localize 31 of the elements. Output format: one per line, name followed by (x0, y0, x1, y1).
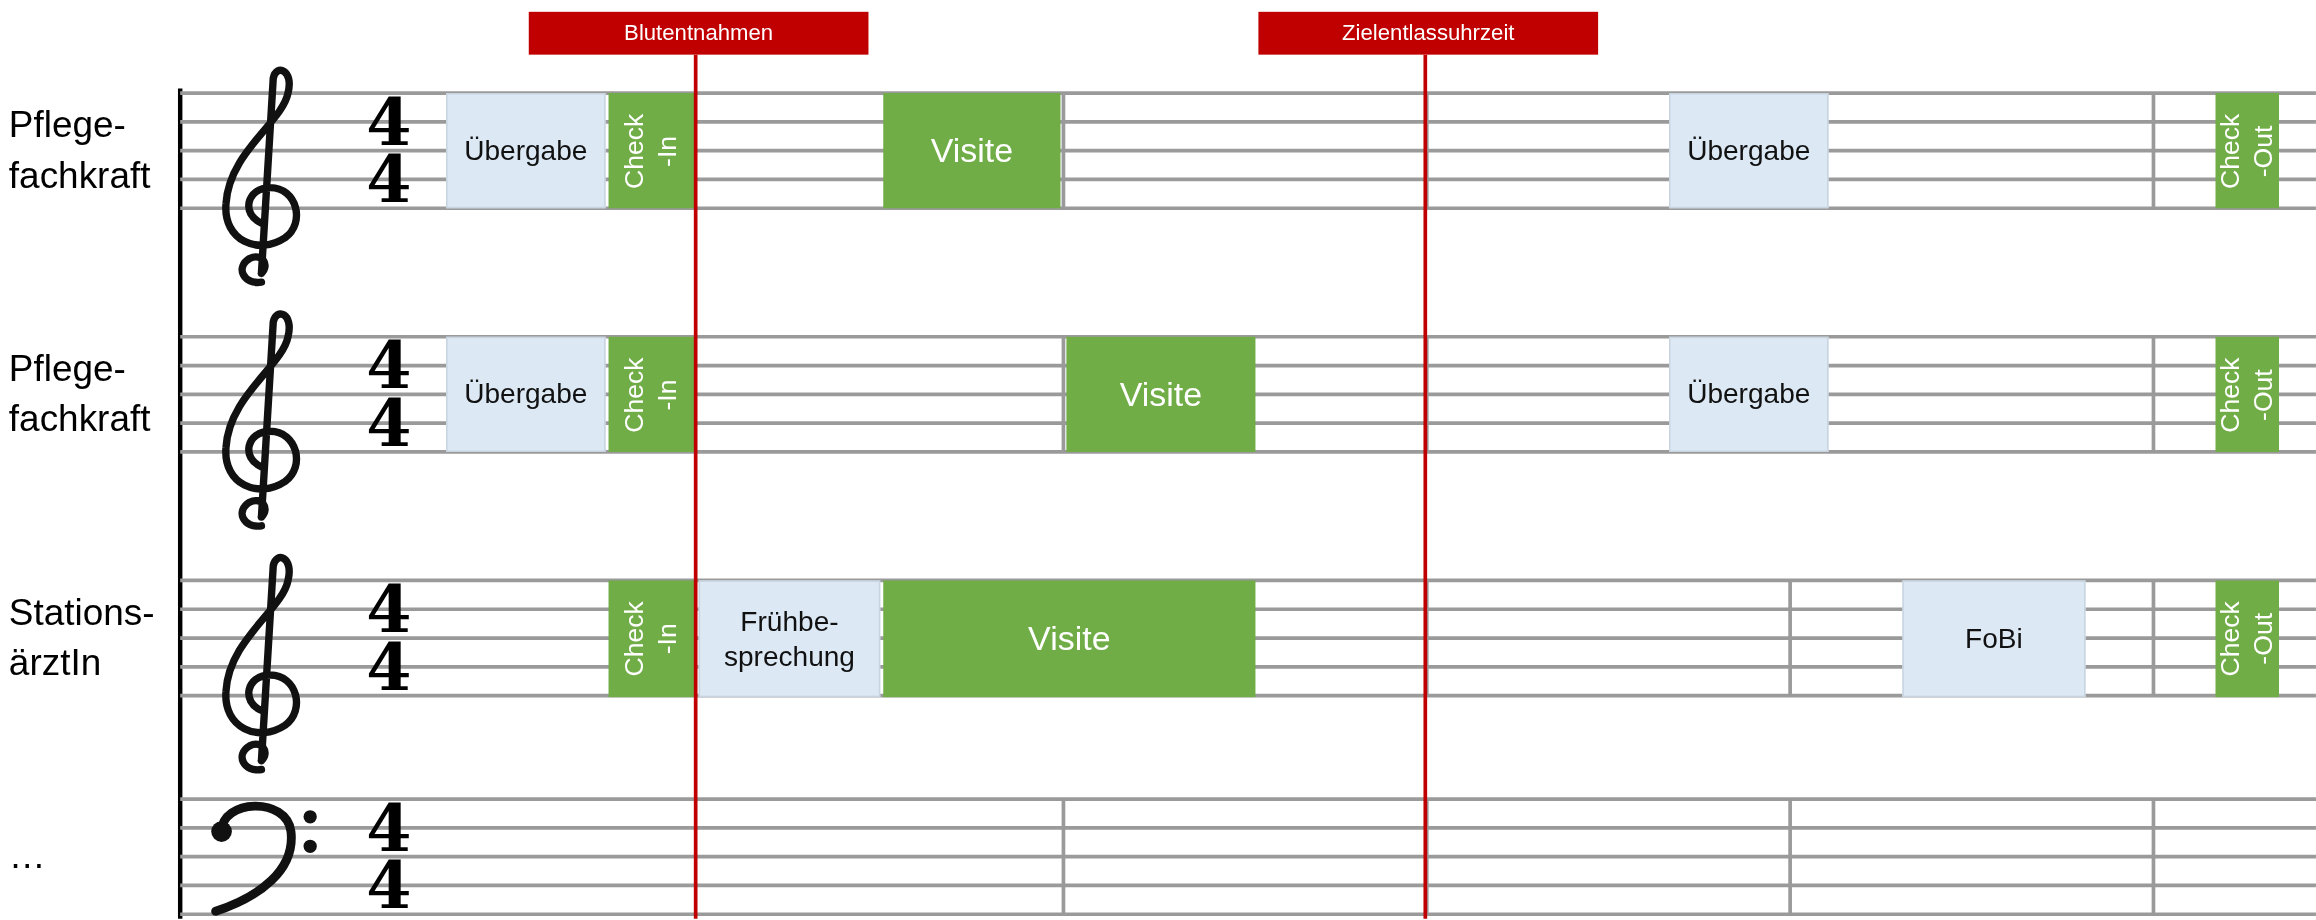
time-signature-digit: 4 (366, 638, 411, 696)
task-block: Check -Out (2215, 336, 2279, 452)
task-block: Check -In (608, 93, 695, 209)
row-label: Pflege- fachkraft (8, 102, 152, 197)
task-block: Übergabe (446, 336, 606, 452)
task-block: Übergabe (446, 93, 606, 209)
time-signature-digit: 4 (366, 93, 411, 151)
task-block: Visite (1066, 336, 1256, 452)
task-block: Visite (883, 580, 1256, 698)
task-block: Visite (883, 93, 1061, 209)
time-signature-digit: 4 (366, 336, 411, 395)
row-label: Stations- ärztIn (8, 590, 156, 685)
task-block: FoBi (1902, 580, 2086, 698)
time-signature-digit: 4 (366, 856, 411, 915)
task-block: Frühbe- sprechung (698, 580, 881, 698)
task-block: Übergabe (1669, 336, 1829, 452)
row-label: Pflege- fachkraft (8, 346, 152, 441)
marker-line (1423, 54, 1428, 919)
task-block: Check -In (608, 336, 695, 452)
task-block: Check -In (608, 580, 695, 698)
marker-label: Blutentnahmen (528, 11, 869, 55)
row-label: … (8, 833, 47, 879)
time-signature-digit: 4 (366, 580, 411, 639)
time-signature-digit: 4 (366, 394, 411, 452)
marker-line (693, 54, 698, 919)
task-block: Check -Out (2215, 93, 2279, 209)
marker-label: Zielentlassuhrzeit (1258, 11, 1599, 55)
task-block: Übergabe (1669, 93, 1829, 209)
time-signature-digit: 4 (366, 150, 411, 209)
task-block: Check -Out (2215, 580, 2279, 698)
time-signature-digit: 4 (366, 799, 411, 857)
